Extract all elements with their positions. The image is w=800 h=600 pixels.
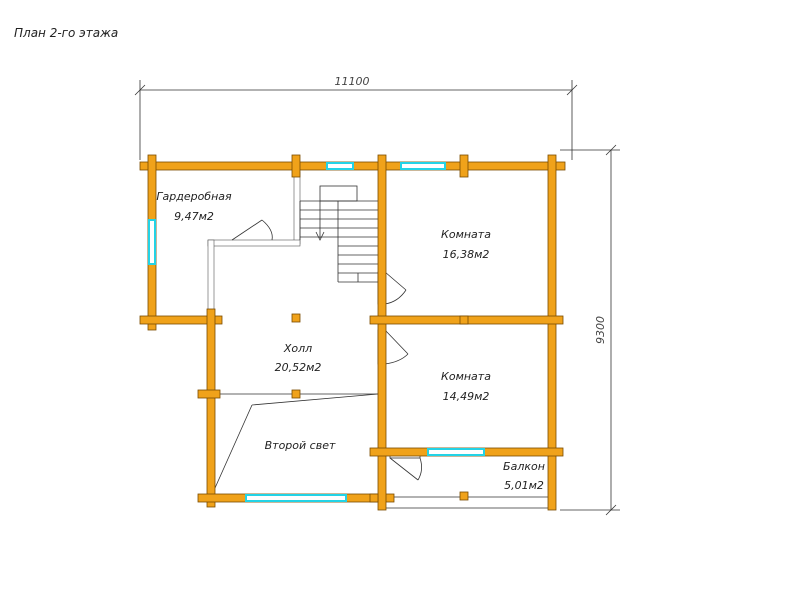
room-second-light: Второй свет (265, 439, 336, 452)
room-bedroom-2-area: 14,49м2 (443, 390, 490, 403)
room-bedroom-1-name: Комната (441, 228, 491, 241)
room-bedroom-1: Комната 16,38м2 (441, 228, 491, 261)
room-balcony-area: 5,01м2 (504, 479, 544, 492)
room-hall-area: 20,52м2 (275, 361, 322, 374)
dimension-height: 9300 (560, 144, 620, 516)
room-wardrobe: Гардеробная 9,47м2 (156, 190, 232, 223)
dimension-height-label: 9300 (594, 316, 607, 344)
page-title: План 2-го этажа (14, 26, 119, 40)
room-hall: Холл 20,52м2 (275, 342, 322, 374)
dimension-width: 11100 (134, 75, 578, 160)
dimension-width-label: 11100 (335, 75, 370, 88)
room-bedroom-1-area: 16,38м2 (443, 248, 490, 261)
second-light-void (214, 393, 379, 489)
room-bedroom-2-name: Комната (441, 370, 491, 383)
room-balcony: Балкон 5,01м2 (503, 460, 545, 492)
room-second-light-name: Второй свет (265, 439, 336, 452)
room-bedroom-2: Комната 14,49м2 (441, 370, 491, 403)
room-wardrobe-name: Гардеробная (156, 190, 232, 203)
room-hall-name: Холл (283, 342, 312, 355)
room-balcony-name: Балкон (503, 460, 545, 473)
room-wardrobe-area: 9,47м2 (174, 210, 214, 223)
door-wardrobe (231, 219, 273, 241)
log-walls (139, 154, 566, 511)
staircase (299, 185, 378, 283)
windows (148, 162, 485, 502)
